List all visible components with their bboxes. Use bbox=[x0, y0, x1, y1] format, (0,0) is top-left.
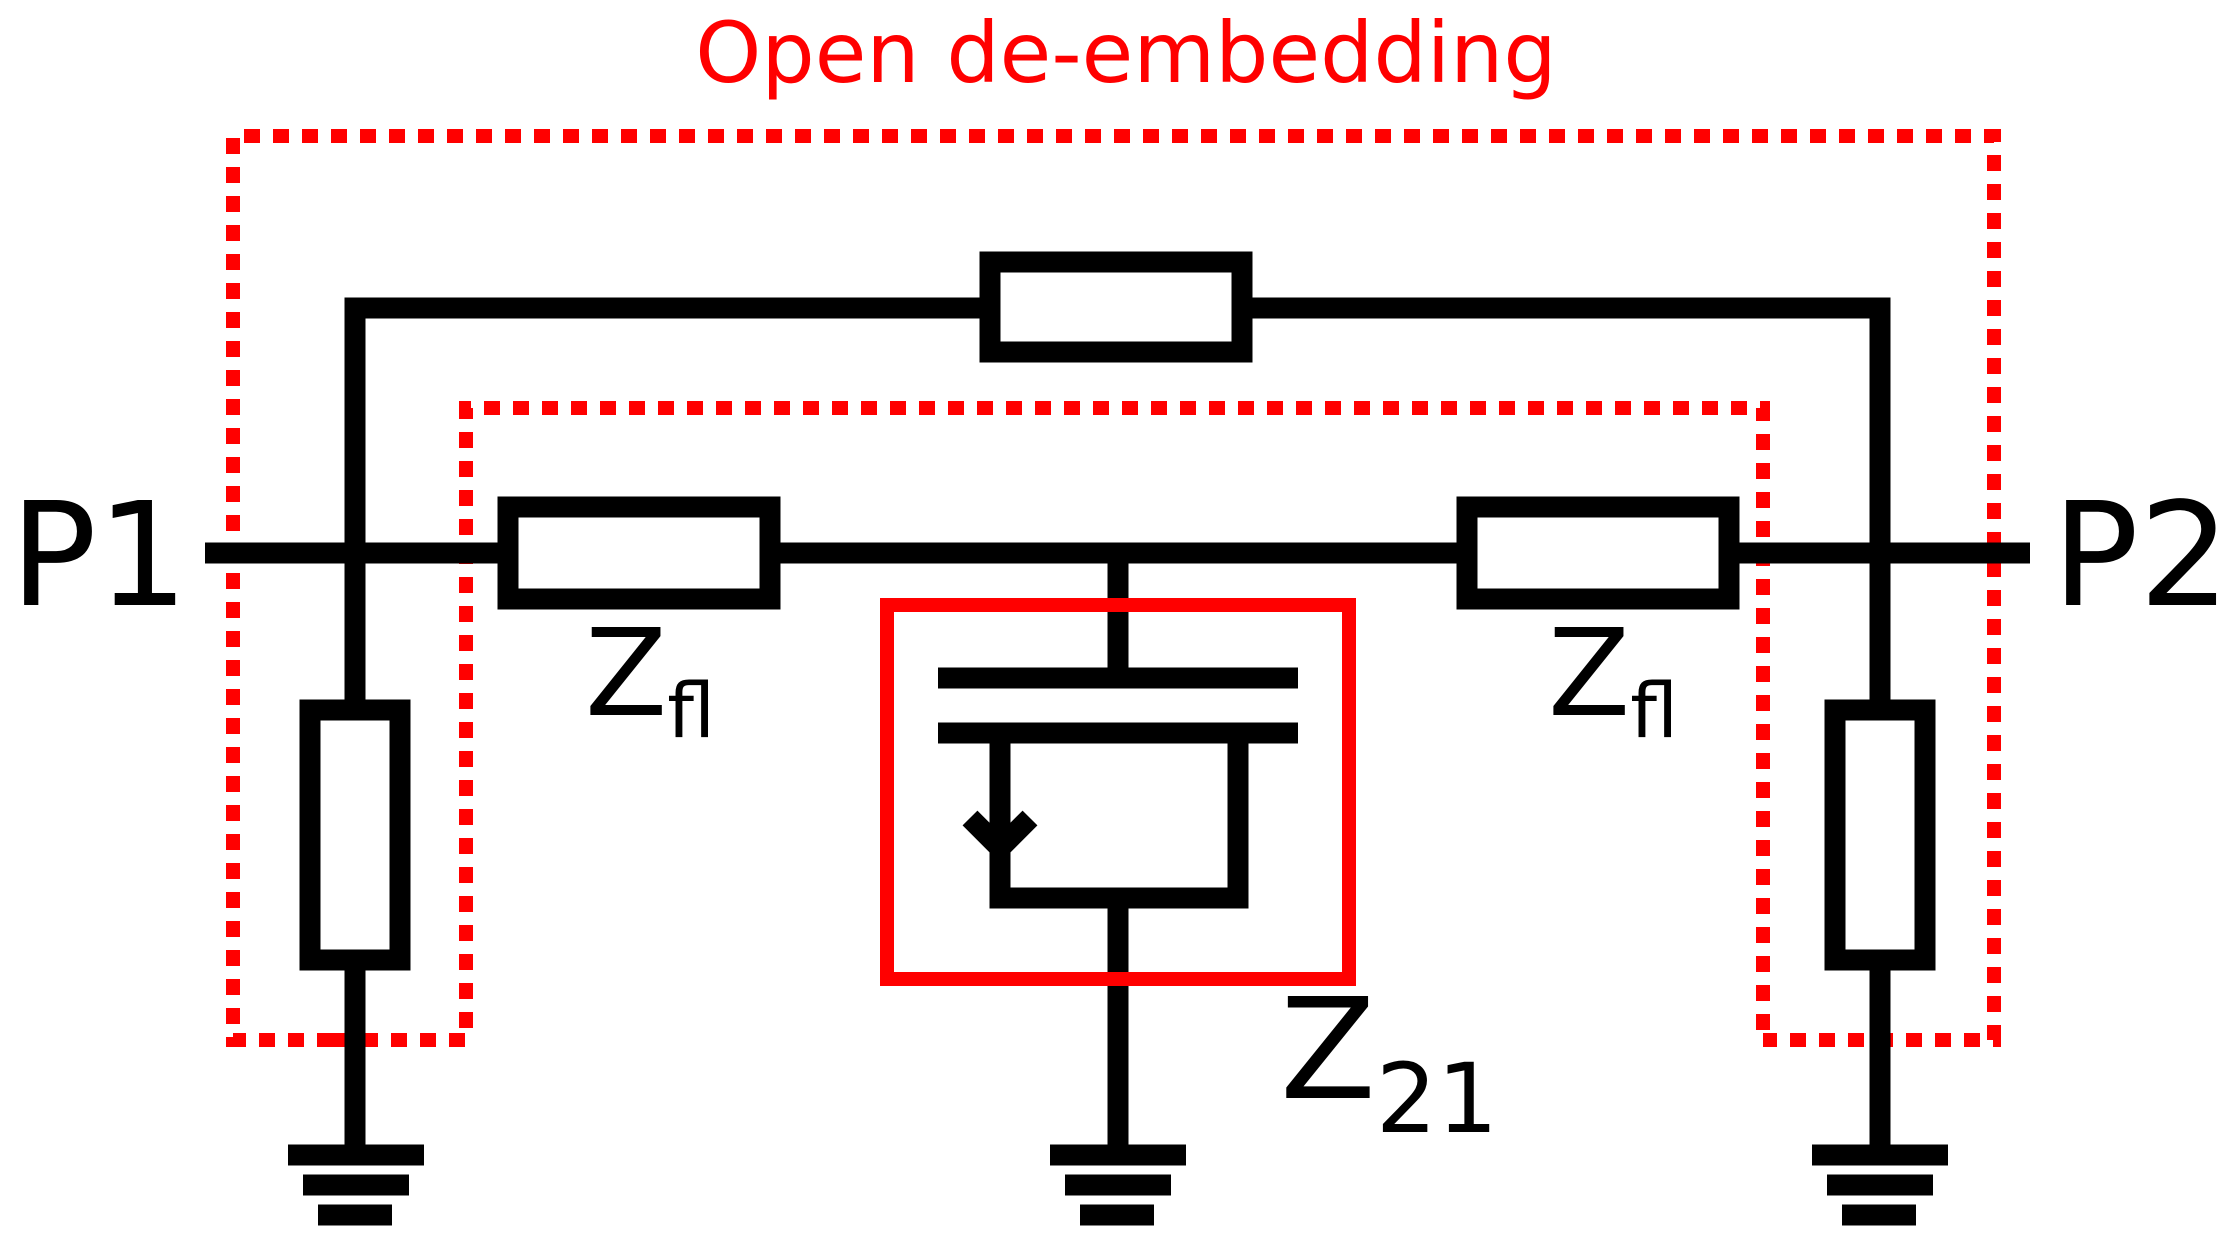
port-p1-label: P1 bbox=[10, 471, 188, 639]
z21-sub: 21 bbox=[1376, 1043, 1498, 1155]
resistor-zfl-right-icon bbox=[1456, 496, 1740, 610]
resistor-icon bbox=[979, 251, 1253, 363]
ground-right-icon bbox=[1812, 1144, 1948, 1226]
z21-main: Z bbox=[1280, 969, 1376, 1132]
z21-label: Z21 bbox=[1280, 969, 1498, 1155]
zfl-left-label: Zfl bbox=[585, 605, 715, 755]
zfl-right-main: Z bbox=[1548, 605, 1630, 744]
zfl-right-label: Zfl bbox=[1548, 605, 1678, 755]
dut-box bbox=[880, 598, 1356, 986]
transistor-icon bbox=[938, 667, 1298, 909]
ground-center-icon bbox=[1050, 1144, 1186, 1226]
zfl-left-main: Z bbox=[585, 605, 667, 744]
resistor-shunt-right-icon bbox=[1824, 699, 1936, 971]
port-p2-label: P2 bbox=[2052, 471, 2228, 639]
diagram-title: Open de-embedding bbox=[695, 4, 1556, 102]
resistor-zfl-left-icon bbox=[497, 496, 781, 610]
ground-left-icon bbox=[288, 1144, 424, 1226]
open-deembedding-inner-boundary bbox=[333, 401, 1770, 1047]
resistor-shunt-left-icon bbox=[299, 699, 411, 971]
zfl-left-sub: fl bbox=[667, 666, 715, 755]
zfl-right-sub: fl bbox=[1630, 666, 1678, 755]
